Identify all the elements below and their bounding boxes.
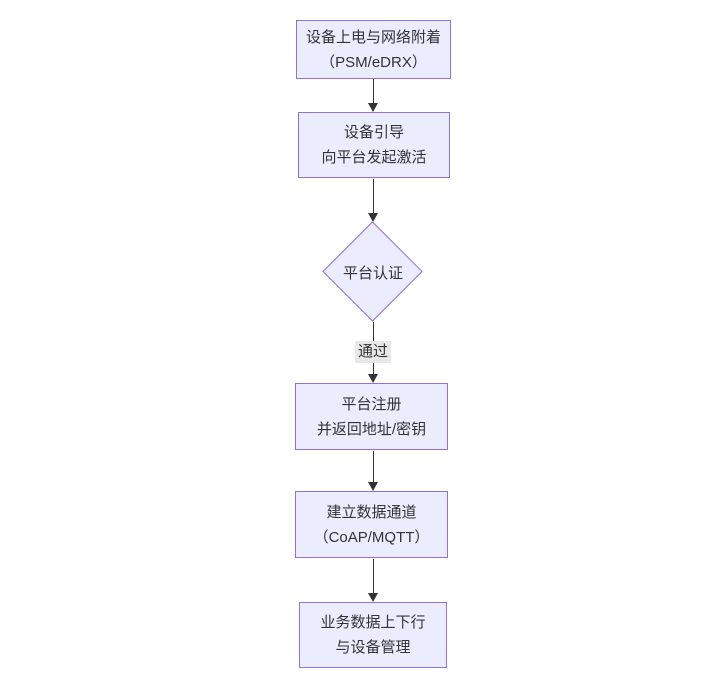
- node-text-line: （CoAP/MQTT）: [313, 528, 430, 546]
- arrowhead-icon: [368, 482, 378, 491]
- arrowhead-icon: [368, 103, 378, 112]
- node-text-line: 平台注册: [341, 395, 402, 413]
- arrowhead-icon: [368, 213, 378, 222]
- node-text-line: 平台认证: [342, 264, 403, 282]
- node-text-line: 建立数据通道: [326, 503, 417, 521]
- node-power-network-attach: 设备上电与网络附着 （PSM/eDRX）: [296, 20, 451, 79]
- node-text-line: （PSM/eDRX）: [320, 53, 427, 71]
- node-platform-register: 平台注册 并返回地址/密钥: [295, 383, 448, 450]
- node-text-line: 向平台发起激活: [321, 149, 427, 166]
- edge-line: [373, 179, 374, 214]
- node-text-line: 与设备管理: [335, 639, 411, 656]
- edge-line: [373, 559, 374, 593]
- arrowhead-icon: [368, 374, 378, 383]
- node-device-bootstrap: 设备引导 向平台发起激活: [298, 112, 450, 178]
- edge-label-pass: 通过: [354, 341, 392, 363]
- edge-line: [373, 451, 374, 482]
- edge-line: [373, 79, 374, 104]
- decision-platform-auth: 平台认证: [322, 221, 424, 322]
- node-text-line: 并返回地址/密钥: [316, 420, 427, 438]
- node-data-channel: 建立数据通道 （CoAP/MQTT）: [295, 491, 448, 558]
- node-text-line: 设备上电与网络附着: [305, 28, 441, 46]
- node-business-data: 业务数据上下行 与设备管理: [299, 602, 447, 668]
- node-text-line: 业务数据上下行: [320, 614, 426, 631]
- node-text-line: 设备引导: [343, 124, 404, 141]
- arrowhead-icon: [368, 593, 378, 602]
